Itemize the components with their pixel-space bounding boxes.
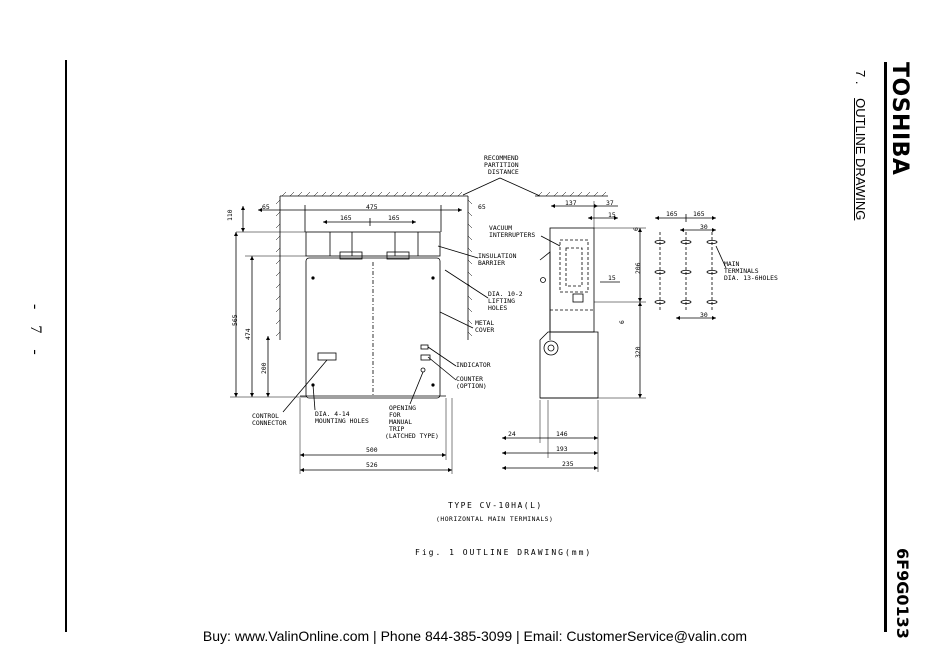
dim-6-bottom: 6 [618, 320, 626, 324]
dim-500: 500 [366, 446, 378, 454]
label-lifting-2: LIFTING [488, 297, 515, 305]
dim-terminal-165-b: 165 [693, 210, 705, 218]
label-lifting-1: DIA. 10-2 [488, 290, 523, 298]
figure-caption-text: Fig. 1 OUTLINE DRAWING(mm) [415, 548, 592, 557]
label-counter-1: COUNTER [456, 375, 483, 383]
dim-235: 235 [562, 460, 574, 468]
label-control-2: CONNECTOR [252, 419, 287, 427]
label-trip-1: OPENING [389, 404, 416, 412]
dim-37: 37 [606, 199, 614, 207]
dim-200: 200 [260, 362, 268, 374]
dim-65-left: 65 [262, 203, 270, 211]
label-insulation-2: BARRIER [478, 259, 505, 267]
dim-terminal-165-a: 165 [666, 210, 678, 218]
dim-137: 137 [565, 199, 577, 207]
label-indicator: INDICATOR [456, 361, 491, 369]
dim-15-top: 15 [608, 211, 616, 219]
footer-contact: Buy: www.ValinOnline.com | Phone 844-385… [202, 628, 748, 644]
figure-caption: TYPE CV-10HA(L) (HORIZONTAL MAIN TERMINA… [415, 501, 592, 557]
label-metal-cover-1: METAL [475, 319, 494, 327]
label-terminals-2: TERMINALS [724, 267, 759, 275]
dim-24: 24 [508, 430, 516, 438]
dim-526: 526 [366, 461, 378, 469]
dim-475: 475 [366, 203, 378, 211]
left-border-line [65, 60, 67, 632]
dim-6-top: 6 [632, 227, 640, 231]
label-terminals-3: DIA. 13-6HOLES [724, 274, 778, 282]
label-control-1: CONTROL [252, 412, 279, 420]
dim-474: 474 [244, 328, 252, 340]
label-mounting-2: MOUNTING HOLES [315, 417, 369, 425]
label-counter-2: (OPTION) [456, 382, 487, 390]
dim-193: 193 [556, 445, 568, 453]
type-line: TYPE CV-10HA(L) [448, 501, 543, 510]
dim-565: 565 [231, 314, 239, 326]
dim-110: 110 [226, 209, 234, 221]
label-trip-5: (LATCHED TYPE) [385, 432, 439, 440]
dim-terminal-30-a: 30 [700, 223, 708, 231]
label-metal-cover-2: COVER [475, 326, 494, 334]
dim-206: 206 [634, 262, 642, 274]
partition-note-1: RECOMMEND [484, 154, 519, 162]
partition-note-3: DISTANCE [488, 168, 519, 176]
dim-terminal-30-b: 30 [700, 311, 708, 319]
label-lifting-3: HOLES [488, 304, 507, 312]
type-subtitle: (HORIZONTAL MAIN TERMINALS) [436, 515, 553, 523]
dim-165-b: 165 [388, 214, 400, 222]
label-vacuum-2: INTERRUPTERS [489, 231, 535, 239]
label-insulation-1: INSULATION [478, 252, 517, 260]
label-trip-4: TRIP [389, 425, 405, 433]
dim-320: 320 [634, 346, 642, 358]
label-mounting-1: DIA. 4-14 [315, 410, 350, 418]
drawing-labels: RECOMMEND PARTITION DISTANCE 65 475 65 1… [226, 154, 778, 469]
partition-note-2: PARTITION [484, 161, 519, 169]
dim-65-right: 65 [478, 203, 486, 211]
dim-146: 146 [556, 430, 568, 438]
label-terminals-1: MAIN [724, 260, 740, 268]
right-border-line [884, 62, 887, 632]
dim-15-mid: 15 [608, 274, 616, 282]
label-trip-2: FOR [389, 411, 401, 419]
label-vacuum-1: VACUUM [489, 224, 512, 232]
dim-165-a: 165 [340, 214, 352, 222]
label-trip-3: MANUAL [389, 418, 412, 426]
